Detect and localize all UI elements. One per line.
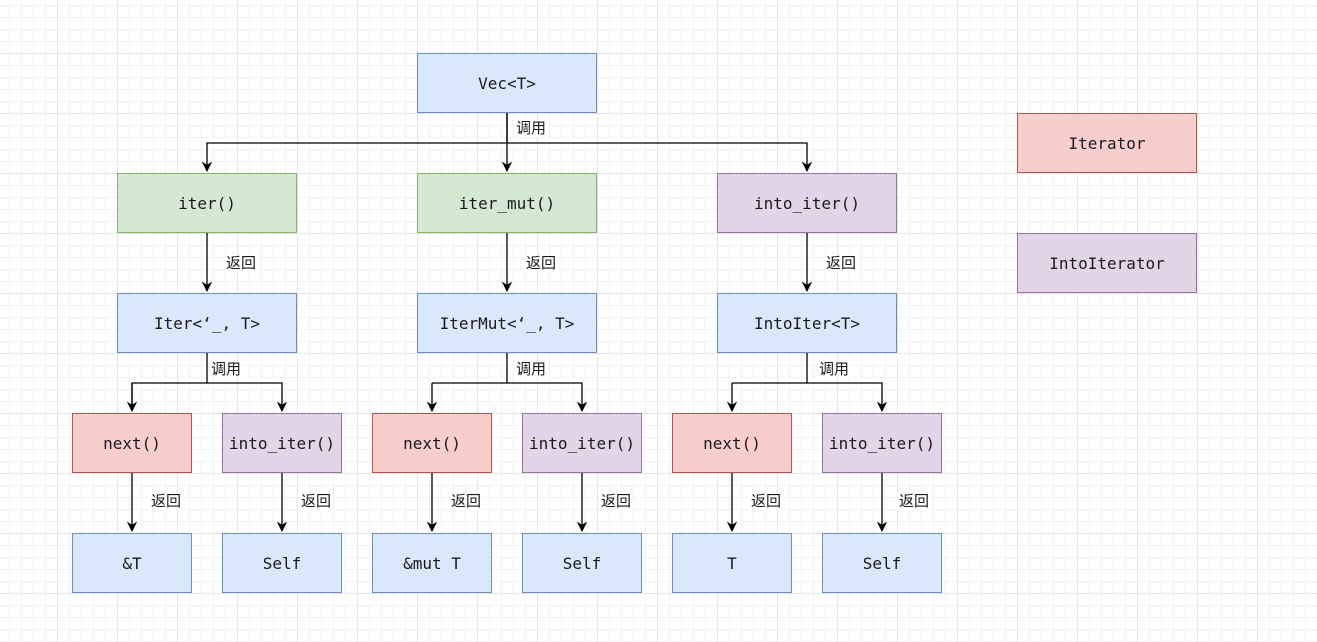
edge-label-call-iter-struct: 调用	[209, 360, 244, 378]
legend-into-iterator: IntoIterator	[1017, 233, 1197, 293]
node-out-self-2[interactable]: Self	[522, 533, 642, 593]
node-into-iter-1[interactable]: into_iter()	[222, 413, 342, 473]
node-iter-struct[interactable]: Iter<‘_, T>	[117, 293, 297, 353]
node-out-self-1[interactable]: Self	[222, 533, 342, 593]
node-into-iter-2[interactable]: into_iter()	[522, 413, 642, 473]
edge-label-call-into-iter-struct: 调用	[817, 360, 852, 378]
node-vec[interactable]: Vec<T>	[417, 53, 597, 113]
edge-label-return-into-iter-2: 返回	[599, 492, 634, 510]
node-into-iter-3[interactable]: into_iter()	[822, 413, 942, 473]
node-out-self-3[interactable]: Self	[822, 533, 942, 593]
node-out-owned[interactable]: T	[672, 533, 792, 593]
edge-iter-struct-calls	[131, 353, 282, 411]
node-iter-mut-method[interactable]: iter_mut()	[417, 173, 597, 233]
node-out-ref[interactable]: &T	[72, 533, 192, 593]
node-out-mut-ref[interactable]: &mut T	[372, 533, 492, 593]
node-iter-method[interactable]: iter()	[117, 173, 297, 233]
edge-label-call-vec: 调用	[514, 119, 549, 137]
edge-label-return-into-iter-3: 返回	[897, 492, 932, 510]
edge-label-call-iter-mut-struct: 调用	[514, 360, 549, 378]
edge-label-return-next-1: 返回	[149, 492, 184, 510]
edge-label-return-next-2: 返回	[449, 492, 484, 510]
node-next-1[interactable]: next()	[72, 413, 192, 473]
legend-iterator: Iterator	[1017, 113, 1197, 173]
edge-iter-mut-struct-calls	[432, 353, 582, 411]
edge-label-return-iter: 返回	[224, 254, 259, 272]
edge-vec-to-iter	[201, 113, 508, 173]
node-into-iter-struct[interactable]: IntoIter<T>	[717, 293, 897, 353]
node-next-3[interactable]: next()	[672, 413, 792, 473]
node-iter-mut-struct[interactable]: IterMut<‘_, T>	[417, 293, 597, 353]
edge-label-return-into-iter-1: 返回	[299, 492, 334, 510]
edge-vec-to-into-iter	[507, 142, 813, 173]
edge-label-return-next-3: 返回	[749, 492, 784, 510]
node-into-iter-method[interactable]: into_iter()	[717, 173, 897, 233]
edge-label-return-iter-mut: 返回	[524, 254, 559, 272]
edge-into-iter-struct-calls	[732, 353, 882, 411]
node-next-2[interactable]: next()	[372, 413, 492, 473]
edge-label-return-into-iter: 返回	[824, 254, 859, 272]
